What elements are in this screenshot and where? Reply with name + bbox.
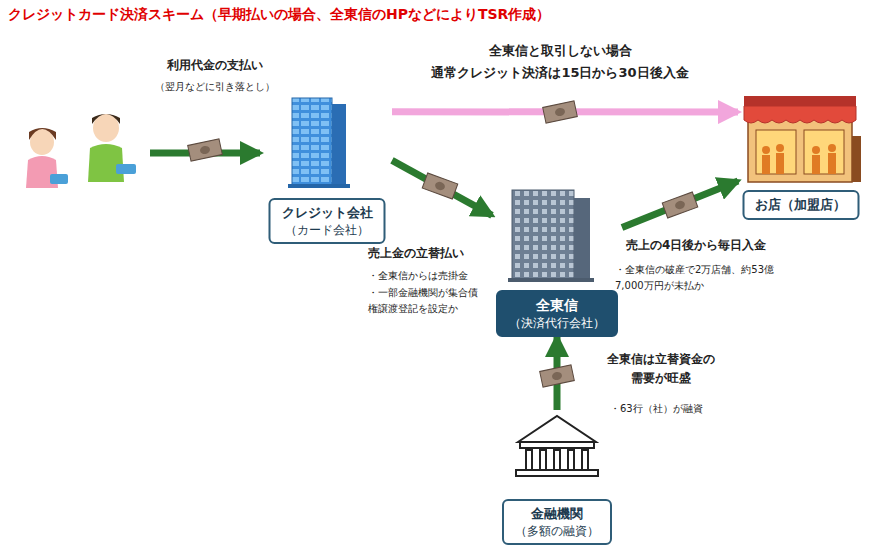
flow-label: 利用代金の支払い [155,58,275,74]
money-icon [540,365,575,387]
money-icon [551,371,562,381]
store-illustration [748,116,852,182]
money-icon [199,145,210,155]
customers-illustration [92,114,120,124]
settlement-company-building [574,198,590,280]
store-illustration [756,130,796,174]
money-icon [554,107,565,117]
money-icon [422,173,458,199]
box-heading: クレジット会社 [281,204,374,222]
entity-box: 金融機関（多額の融資） [492,410,622,545]
note-text: ・全東信からは売掛金 [368,268,488,283]
label-frame: お店（加盟店） [742,190,859,220]
store-illustration [762,144,836,174]
box-subtitle: （多額の融資） [514,523,600,539]
store-illustration [812,146,820,154]
money-icon [674,200,686,211]
money-icon [188,139,223,161]
store-illustration [776,144,784,152]
card-company-building [288,184,350,188]
entity-box: クレジット会社（カード会社） [262,92,392,244]
store-illustration [762,146,770,154]
money-icon [434,181,446,192]
money-icon [422,173,458,199]
money-icon [543,101,578,123]
customers-illustration [29,128,56,140]
entity-box: 全東信（決済代行会社） [492,185,622,337]
bank-illustration [582,450,588,470]
edge-label: 全東信は立替資金の 需要が旺盛 [598,350,723,388]
box-heading: お店（加盟店） [754,196,847,214]
diagram-title: クレジットカード決済スキーム（早期払いの場合、全東信のHPなどによりTSR作成） [8,6,550,24]
label-frame: 全東信（決済代行会社） [496,290,618,337]
money-icon [188,139,223,161]
money-icon [662,192,698,218]
settlement-company-building [508,278,594,282]
note-text: ・63行（社）が融資 [610,402,730,415]
customers-illustration [50,174,68,184]
customers-illustration [26,114,136,188]
store-illustration [744,106,856,123]
bank-illustration [516,416,598,476]
store-illustration [804,130,844,174]
label-frame: クレジット会社（カード会社） [269,198,386,244]
card-company-building [292,98,332,186]
bank-illustration [518,416,596,442]
flow-arrow [392,160,492,215]
store-illustration [812,155,820,174]
bank-illustration [516,470,598,476]
store-illustration [744,96,856,106]
edge-label: 全東信と取引しない場合 通常クレジット決済は15日から30日後入金 [420,40,700,84]
card-company-building [288,98,350,188]
card-company-building [332,104,346,186]
store-illustration [828,144,836,152]
store-illustration [744,96,861,182]
box-heading: 全東信 [508,296,606,315]
box-subtitle: （決済代行会社） [508,315,606,331]
customers-illustration [116,164,136,174]
money-icon [662,192,698,218]
money-icon [540,365,575,387]
entity-box: お店（加盟店） [738,90,863,220]
bank-illustration [568,450,574,470]
edge-label: 売上の4日後から毎日入金 [626,238,796,254]
store-illustration [776,153,784,174]
money-icon [543,101,578,123]
store-illustration [852,136,861,182]
edge-label: 売上金の立替払い [368,246,488,262]
box-heading: 金融機関 [514,505,600,523]
note-text: ・全東信の破産で2万店舗、約53億 7,000万円が未払か [615,262,805,294]
box-subtitle: （カード会社） [281,222,374,238]
bank-illustration [520,442,594,448]
flow-label: （翌月などに引き落とし） [140,80,290,93]
settlement-company-building [512,190,574,280]
store-illustration [828,153,836,174]
customers-illustration [88,144,124,182]
store-illustration [762,155,770,174]
settlement-company-building [508,190,594,282]
customers-illustration [93,114,119,142]
flow-arrow [622,181,738,228]
label-frame: 金融機関（多額の融資） [502,499,612,545]
bank-illustration [554,450,560,470]
bank-illustration [526,450,532,470]
note-text: ・一部金融機関が集合債 権譲渡登記を設定か [368,285,490,317]
bank-illustration [540,450,546,470]
